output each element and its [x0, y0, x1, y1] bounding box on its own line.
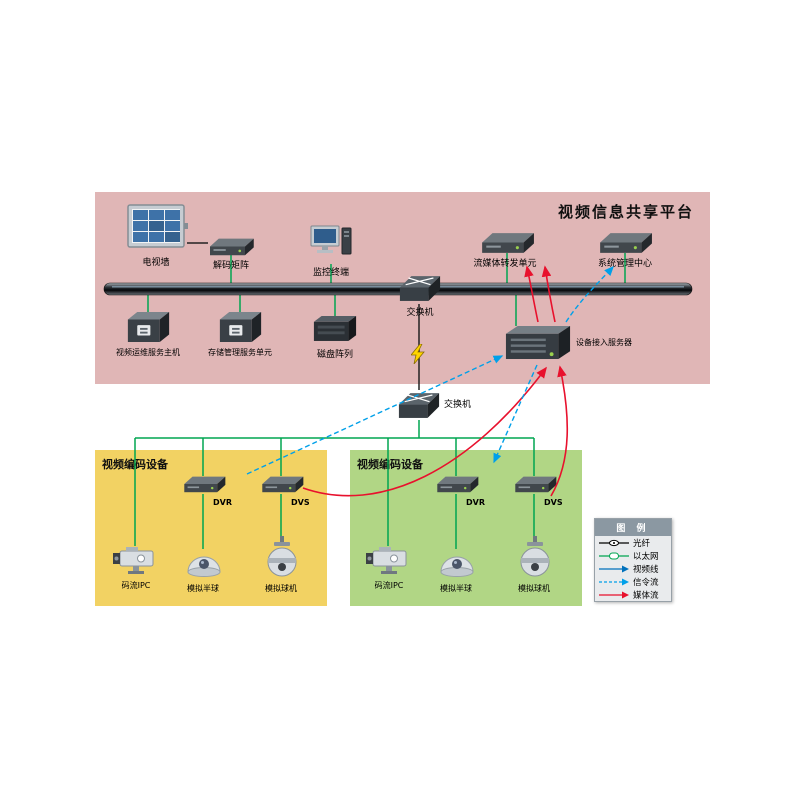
mid-switch-label: 交换机	[444, 400, 472, 410]
encoder-region-left: 视频编码设备	[95, 450, 327, 606]
dvs-left-label: DVS	[291, 498, 310, 507]
storage-mgmt-unit-label: 存储管理服务单元	[208, 348, 272, 357]
ball-right-label: 模拟球机	[518, 584, 550, 593]
legend-item-media: 媒体流	[595, 588, 671, 601]
legend-item-ethernet: 以太网	[595, 549, 671, 562]
ethernet-line-icon	[599, 552, 629, 559]
fiber-line-icon	[599, 539, 629, 546]
ipc-right-label: 码流IPC	[374, 581, 404, 590]
legend-label: 信令流	[633, 577, 659, 588]
video-ops-host-label: 视频运维服务主机	[116, 348, 180, 357]
legend-title: 图 例	[595, 519, 671, 536]
encoder-right-title: 视频编码设备	[357, 458, 423, 471]
dvr-left-label: DVR	[213, 498, 232, 507]
legend-label: 光纤	[633, 538, 651, 549]
dvr-right-label: DVR	[466, 498, 485, 507]
system-mgmt-center-label: 系统管理中心	[597, 259, 652, 269]
tv-wall-label: 电视墙	[142, 258, 170, 268]
stream-forward-unit-label: 流媒体转发单元	[473, 259, 537, 269]
mid-switch-icon	[398, 392, 440, 419]
monitor-terminal-label: 监控终端	[312, 268, 349, 278]
legend-label: 媒体流	[633, 590, 659, 601]
signal-line-icon	[599, 578, 629, 585]
legend-item-signal: 信令流	[595, 575, 671, 588]
platform-title: 视频信息共享平台	[557, 203, 694, 221]
access-server-label: 设备接入服务器	[576, 338, 632, 347]
media-line-icon	[599, 591, 629, 598]
encoder-left-title: 视频编码设备	[102, 458, 168, 471]
decoder-matrix-label: 解码矩阵	[212, 261, 249, 271]
legend-item-video: 视频线	[595, 562, 671, 575]
dome-left-label: 模拟半球	[187, 584, 219, 593]
ipc-left-label: 码流IPC	[121, 581, 151, 590]
dome-right-label: 模拟半球	[440, 584, 472, 593]
top-switch-label: 交换机	[406, 308, 434, 318]
legend-label: 视频线	[633, 564, 659, 575]
dvs-right-label: DVS	[544, 498, 563, 507]
disk-array-label: 磁盘阵列	[316, 350, 353, 360]
legend-label: 以太网	[633, 551, 659, 562]
legend-item-fiber: 光纤	[595, 536, 671, 549]
ball-left-label: 模拟球机	[265, 584, 297, 593]
legend: 图 例 光纤 以太网 视频线	[594, 518, 672, 602]
video-line-icon	[599, 565, 629, 572]
